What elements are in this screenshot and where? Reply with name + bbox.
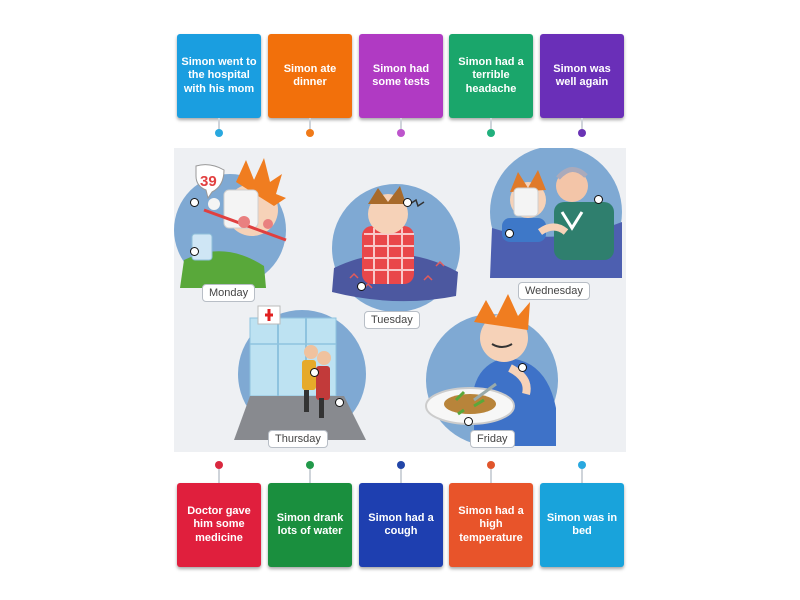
- top-tile-4[interactable]: Simon had a terrible headache: [449, 34, 533, 118]
- bottom-tile-5[interactable]: Simon was in bed: [540, 483, 624, 567]
- drop-target-pin[interactable]: [310, 368, 319, 377]
- tile-label: Simon ate dinner: [283, 62, 337, 89]
- connector-knob[interactable]: [578, 461, 586, 469]
- day-label-wednesday: Wednesday: [518, 282, 590, 300]
- connector-stem: [400, 118, 402, 130]
- thermometer-bubble: 39: [195, 164, 225, 200]
- connector-stem: [218, 469, 220, 483]
- connector-stem: [309, 118, 311, 130]
- tile-label: Simon had some tests: [372, 62, 430, 89]
- connector-stem: [218, 118, 220, 130]
- connector-knob[interactable]: [578, 129, 586, 137]
- friday-scene: [425, 294, 558, 446]
- connector-knob[interactable]: [306, 461, 314, 469]
- bottom-tile-1[interactable]: Doctor gave him some medicine: [177, 483, 261, 567]
- bottom-tile-2[interactable]: Simon drank lots of water: [268, 483, 352, 567]
- wednesday-scene: [490, 148, 622, 278]
- connector-knob[interactable]: [397, 461, 405, 469]
- connector-knob[interactable]: [487, 461, 495, 469]
- bottom-tile-3[interactable]: Simon had a cough: [359, 483, 443, 567]
- tile-label: Simon had a terrible headache: [458, 55, 524, 95]
- tuesday-scene: [332, 184, 460, 312]
- tile-label: Simon was in bed: [546, 511, 618, 538]
- top-tile-3[interactable]: Simon had some tests: [359, 34, 443, 118]
- connector-knob[interactable]: [397, 129, 405, 137]
- tile-label: Simon went to the hospital with his mom: [181, 55, 257, 95]
- connector-knob[interactable]: [215, 461, 223, 469]
- connector-stem: [490, 469, 492, 483]
- tile-label: Simon drank lots of water: [276, 511, 344, 538]
- drop-target-pin[interactable]: [505, 229, 514, 238]
- connector-stem: [400, 469, 402, 483]
- connector-stem: [309, 469, 311, 483]
- drop-target-pin[interactable]: [190, 198, 199, 207]
- monday-scene: [174, 158, 287, 288]
- drop-target-pin[interactable]: [190, 247, 199, 256]
- connector-knob[interactable]: [215, 129, 223, 137]
- top-tile-5[interactable]: Simon was well again: [540, 34, 624, 118]
- drop-target-pin[interactable]: [357, 282, 366, 291]
- drop-target-pin[interactable]: [335, 398, 344, 407]
- day-label-monday: Monday: [202, 284, 256, 302]
- tile-label: Simon had a high temperature: [458, 504, 524, 544]
- day-label-tuesday: Tuesday: [364, 311, 420, 329]
- connector-stem: [581, 469, 583, 483]
- top-tile-1[interactable]: Simon went to the hospital with his mom: [177, 34, 261, 118]
- connector-knob[interactable]: [306, 129, 314, 137]
- drop-target-pin[interactable]: [594, 195, 603, 204]
- bottom-tile-4[interactable]: Simon had a high temperature: [449, 483, 533, 567]
- connector-stem: [581, 118, 583, 130]
- tile-label: Doctor gave him some medicine: [187, 504, 251, 544]
- day-label-thursday: Thursday: [268, 430, 328, 448]
- temperature-reading: 39: [200, 173, 217, 190]
- connector-stem: [490, 118, 492, 130]
- tile-label: Simon had a cough: [368, 511, 434, 538]
- tile-label: Simon was well again: [553, 62, 611, 89]
- top-tile-2[interactable]: Simon ate dinner: [268, 34, 352, 118]
- drop-target-pin[interactable]: [464, 417, 473, 426]
- drop-target-pin[interactable]: [403, 198, 412, 207]
- connector-knob[interactable]: [487, 129, 495, 137]
- drop-target-pin[interactable]: [518, 363, 527, 372]
- thursday-scene: [234, 305, 366, 440]
- illustration-svg: 39: [174, 148, 622, 446]
- day-label-friday: Friday: [470, 430, 515, 448]
- scene-illustration: 39: [174, 148, 626, 452]
